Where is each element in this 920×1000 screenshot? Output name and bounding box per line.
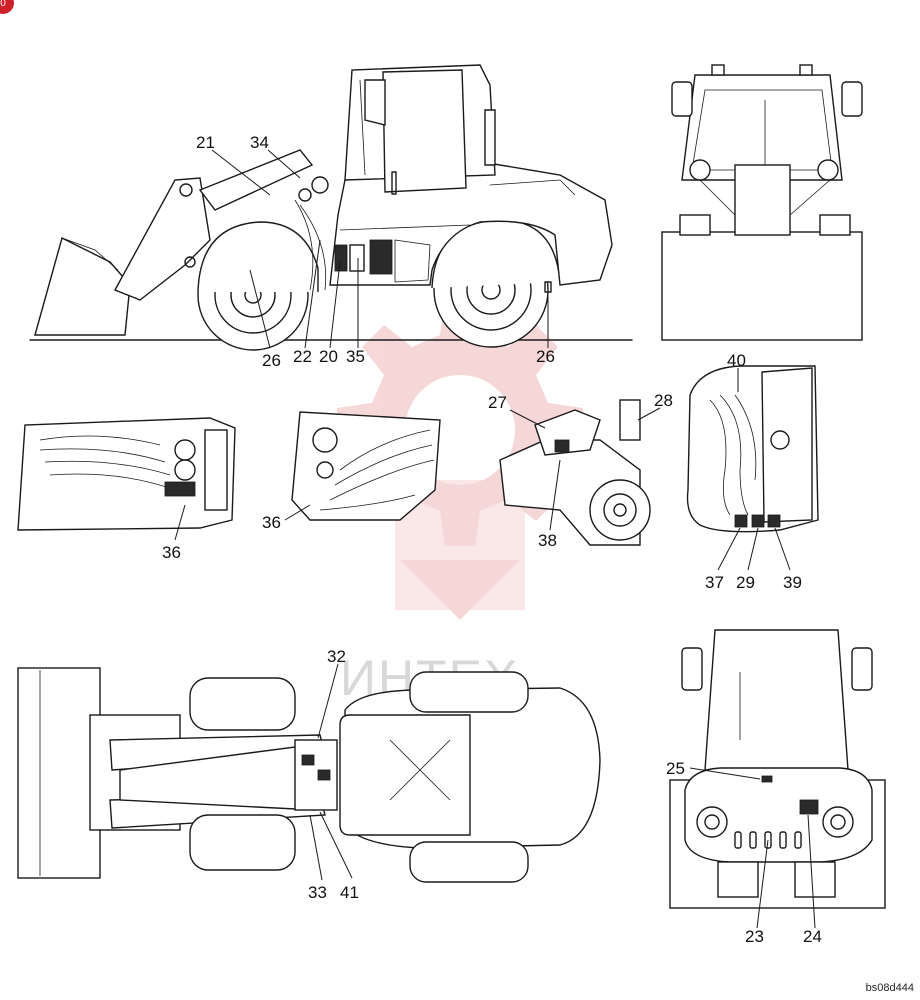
- detail-view-engine-bay: [686, 365, 819, 571]
- drawing-reference: bs08d444: [865, 982, 914, 994]
- callout-22: 22: [293, 347, 312, 366]
- detail-view-center-left: [284, 411, 441, 521]
- callout-36-left: 36: [162, 543, 181, 562]
- callout-26-side-rear: 26: [536, 347, 555, 366]
- callout-38: 38: [538, 531, 557, 550]
- callout-28: 28: [654, 391, 673, 410]
- callout-27: 27: [488, 393, 507, 412]
- callout-25: 25: [666, 759, 685, 778]
- callout-32: 32: [327, 647, 346, 666]
- corner-badge: 0: [0, 0, 14, 14]
- top-view: [17, 663, 601, 883]
- detail-view-left: [17, 417, 236, 541]
- callout-33: 33: [308, 883, 327, 902]
- detail-view-center-right: [499, 399, 661, 546]
- side-view: [29, 64, 633, 351]
- callout-40: 40: [727, 351, 746, 370]
- callout-21: 21: [196, 133, 215, 152]
- side-view-leaders: [211, 149, 549, 349]
- callout-23: 23: [745, 927, 764, 946]
- callout-41: 41: [340, 883, 359, 902]
- callout-37: 37: [705, 573, 724, 592]
- callout-34: 34: [250, 133, 269, 152]
- callout-29: 29: [736, 573, 755, 592]
- rear-view: [669, 629, 886, 929]
- callout-36-center: 36: [262, 513, 281, 532]
- callout-26-side-front: 26: [262, 351, 281, 370]
- callout-39: 39: [783, 573, 802, 592]
- front-view: [661, 64, 863, 341]
- callout-35: 35: [346, 347, 365, 366]
- callout-20: 20: [319, 347, 338, 366]
- callout-24: 24: [803, 927, 822, 946]
